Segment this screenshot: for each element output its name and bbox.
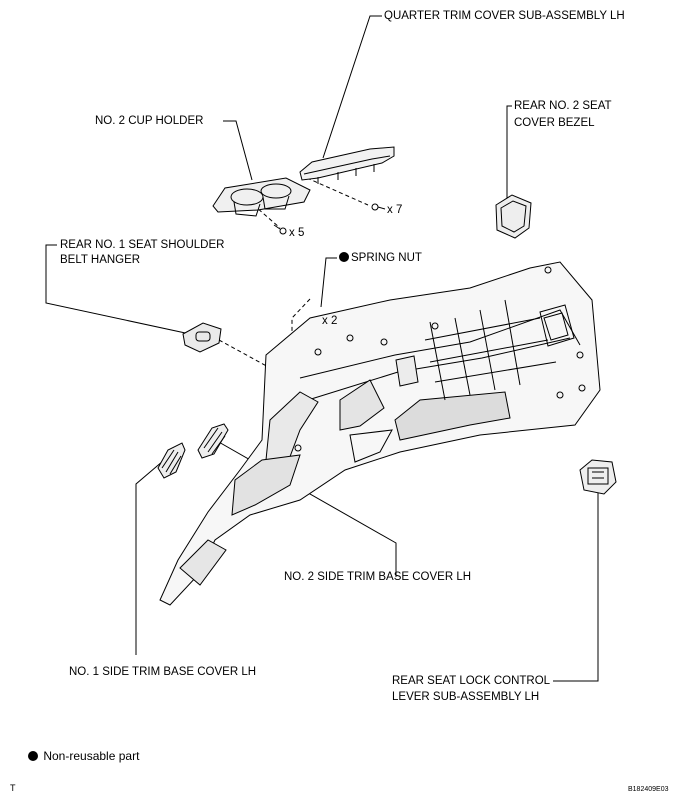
- non-reusable-dot-icon: [339, 252, 349, 262]
- side-trim-base-cover-2-part: [197, 423, 229, 459]
- shoulder-belt-hanger-part: [182, 322, 222, 353]
- non-reusable-legend-dot-icon: [28, 751, 38, 761]
- quarter-trim-panel: [159, 261, 601, 606]
- side-trim-base-cover-1-part: [157, 442, 186, 479]
- side-trim-base-cover-1-label: NO. 1 SIDE TRIM BASE COVER LH: [69, 666, 257, 678]
- cup-holder-part: [212, 177, 311, 235]
- corner-mark: T: [10, 783, 16, 793]
- spring-nut-text: SPRING NUT: [351, 252, 422, 264]
- seat-lock-lever-label-line1: REAR SEAT LOCK CONTROL: [392, 675, 551, 687]
- figure-id: B182409E03: [628, 786, 669, 793]
- quarter-trim-cover-label: QUARTER TRIM COVER SUB-ASSEMBLY LH: [384, 10, 625, 22]
- legend-non-reusable: Non-reusable part: [28, 749, 139, 763]
- shoulder-belt-hanger-label-line1: REAR NO. 1 SEAT SHOULDER: [60, 239, 225, 251]
- seat-cover-bezel-label-line1: REAR NO. 2 SEAT: [514, 100, 612, 112]
- side-trim-base-cover-2-label: NO. 2 SIDE TRIM BASE COVER LH: [284, 571, 472, 583]
- quarter-trim-cover-part: [299, 146, 395, 211]
- seat-lock-lever-label-line2: LEVER SUB-ASSEMBLY LH: [392, 691, 540, 703]
- shoulder-belt-hanger-label-line2: BELT HANGER: [60, 254, 141, 266]
- seat-cover-bezel-part: [495, 194, 532, 239]
- cup-holder-label: NO. 2 CUP HOLDER: [95, 115, 204, 127]
- spring-nut-label: SPRING NUT: [339, 251, 422, 265]
- seat-cover-bezel-label-line2: COVER BEZEL: [514, 117, 595, 129]
- quantity-x7: x 7: [387, 204, 403, 216]
- legend-non-reusable-text: Non-reusable part: [43, 749, 140, 763]
- seat-lock-lever-part: [579, 459, 617, 495]
- quantity-x2: x 2: [322, 315, 338, 327]
- quantity-x5: x 5: [289, 227, 305, 239]
